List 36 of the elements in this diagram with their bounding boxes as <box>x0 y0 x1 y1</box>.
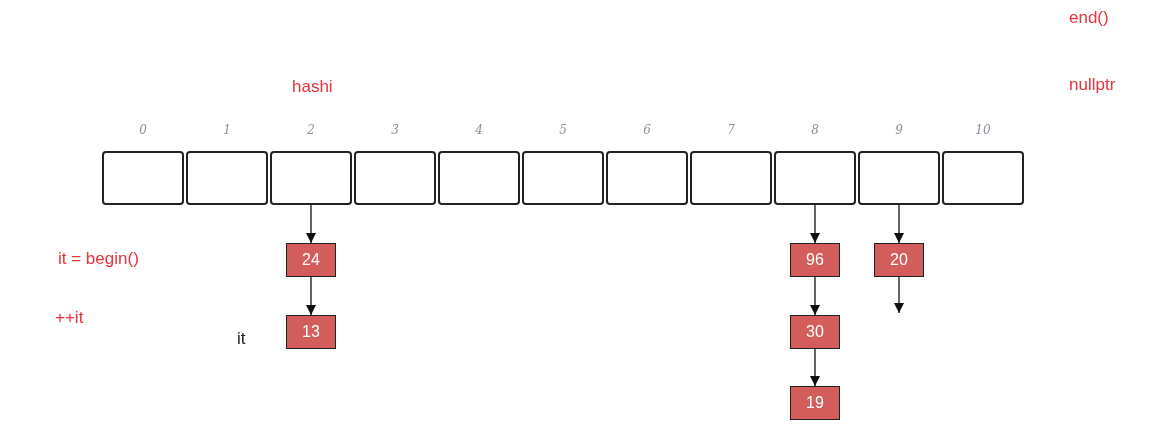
arrow <box>809 348 821 387</box>
annotation-text: hashi <box>292 77 333 97</box>
node-value: 30 <box>806 323 824 341</box>
index-number: 4 <box>474 123 484 137</box>
list-node-box <box>874 243 924 277</box>
list-node-box <box>790 386 840 420</box>
arrow <box>305 204 317 244</box>
arrow <box>893 276 905 314</box>
arrow <box>809 276 821 316</box>
annotation-text: nullptr <box>1069 75 1116 95</box>
node-value: 96 <box>806 251 824 269</box>
arrow <box>809 204 821 244</box>
annotation-text: it <box>237 329 246 349</box>
node-value: 20 <box>890 251 908 269</box>
index-number: 8 <box>810 123 820 137</box>
index-number: 7 <box>726 123 736 137</box>
node-value: 19 <box>806 394 824 412</box>
arrow <box>893 204 905 244</box>
annotation-text: it = begin() <box>58 249 139 269</box>
node-value: 24 <box>302 251 320 269</box>
annotation-text: end() <box>1069 8 1109 28</box>
list-node-box <box>790 243 840 277</box>
list-node-box <box>790 315 840 349</box>
index-number: 5 <box>558 123 568 137</box>
list-node-box <box>286 243 336 277</box>
index-number: 3 <box>390 123 400 137</box>
annotation-text: ++it <box>55 308 84 328</box>
index-number: 0 <box>138 123 148 137</box>
index-number: 6 <box>642 123 652 137</box>
node-value: 13 <box>302 323 320 341</box>
index-number: 2 <box>306 123 316 137</box>
index-number: 10 <box>974 123 992 137</box>
index-number: 1 <box>222 123 232 137</box>
arrow <box>305 276 317 316</box>
index-number: 9 <box>894 123 904 137</box>
list-node-box <box>286 315 336 349</box>
